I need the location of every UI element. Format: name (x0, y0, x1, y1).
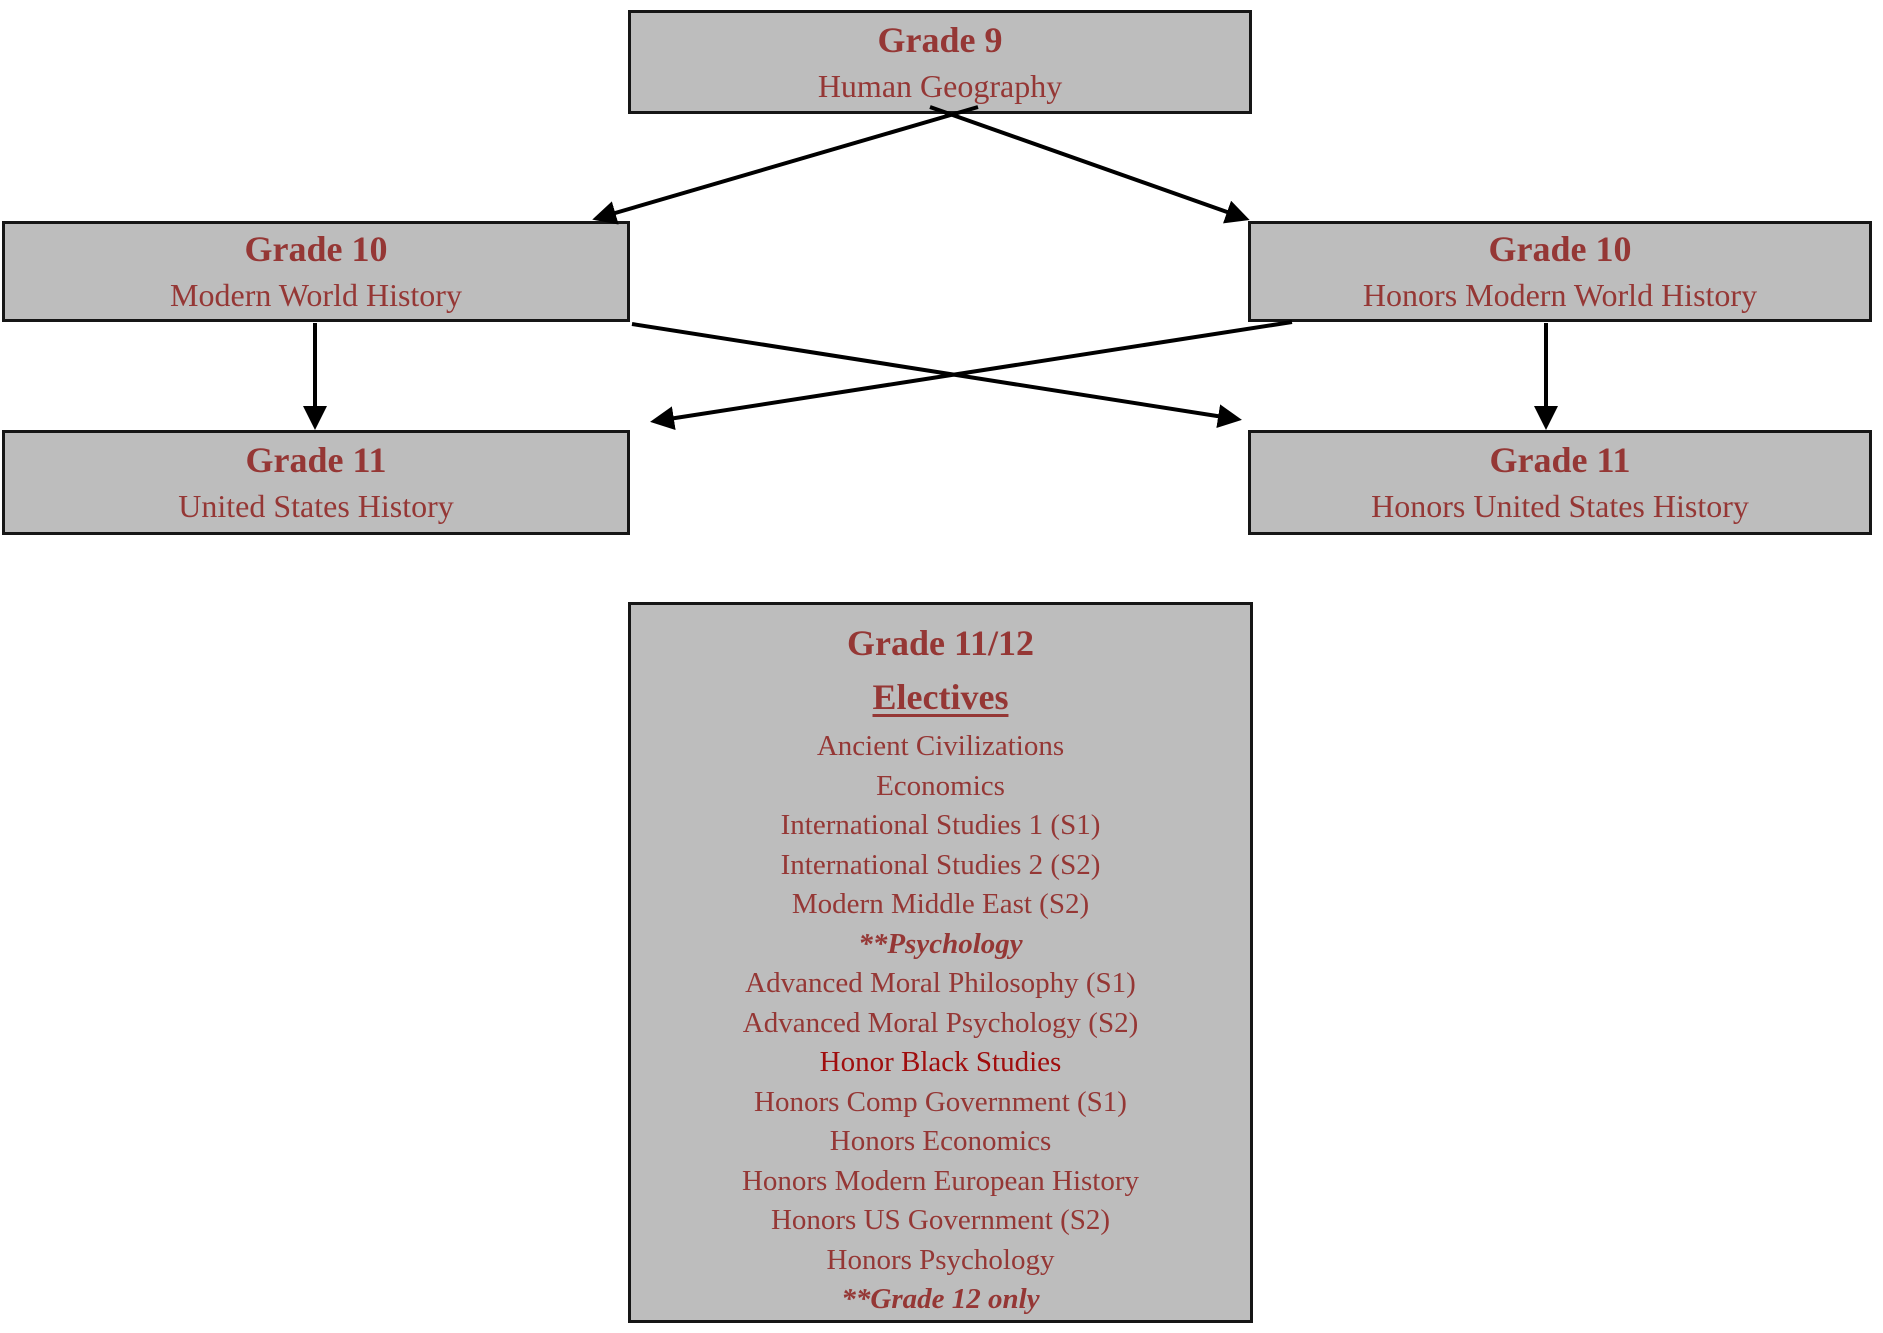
elective-item: International Studies 2 (S2) (780, 848, 1101, 881)
grade11-honors-box: Grade 11 Honors United States History (1248, 430, 1872, 535)
elective-item: Advanced Moral Philosophy (S1) (745, 967, 1136, 999)
elective-item: Honors Psychology (826, 1243, 1055, 1276)
grade11-regular-title: Grade 11 (245, 440, 387, 480)
elective-item: **Psychology (858, 927, 1023, 960)
grade10-regular-course: Modern World History (170, 277, 462, 313)
arrow-grade10-regular-to-grade11-honors (631, 322, 1242, 429)
grade9-box: Grade 9 Human Geography (628, 10, 1252, 114)
elective-item: Honor Black Studies (819, 1046, 1062, 1078)
grade10-regular-title: Grade 10 (244, 229, 388, 269)
arrow-grade9-to-grade10-regular (592, 105, 979, 225)
elective-item: Honors Economics (829, 1125, 1052, 1157)
grade10-honors-box: Grade 10 Honors Modern World History (1248, 221, 1872, 322)
arrow-grade10-honors-to-grade11-regular (650, 320, 1293, 431)
elective-item: Modern Middle East (S2) (791, 888, 1090, 920)
elective-item: Honors Comp Government (S1) (754, 1085, 1127, 1118)
elective-item: Honors US Government (S2) (770, 1204, 1111, 1236)
elective-item: Ancient Civilizations (816, 730, 1065, 762)
electives-heading: Electives (872, 677, 1009, 717)
grade11-regular-course: United States History (178, 488, 454, 524)
grade10-honors-title: Grade 10 (1488, 229, 1632, 269)
arrow-grade9-to-grade10-honors (929, 105, 1250, 224)
electives-grade-title: Grade 11/12 (847, 623, 1034, 663)
electives-box: Grade 11/12 Electives Ancient Civilizati… (628, 602, 1253, 1323)
grade9-title: Grade 9 (877, 19, 1003, 60)
elective-item: International Studies 1 (S1) (780, 809, 1101, 841)
grade9-course: Human Geography (817, 67, 1063, 104)
elective-item: Honors Modern European History (741, 1164, 1140, 1197)
elective-item: **Grade 12 only (841, 1283, 1040, 1315)
grade10-honors-course: Honors Modern World History (1362, 277, 1758, 313)
grade11-regular-box: Grade 11 United States History (2, 430, 630, 535)
grade10-regular-box: Grade 10 Modern World History (2, 221, 630, 322)
grade11-honors-title: Grade 11 (1489, 440, 1631, 480)
elective-item: Advanced Moral Psychology (S2) (742, 1006, 1139, 1039)
elective-item: Economics (876, 769, 1005, 802)
grade11-honors-course: Honors United States History (1371, 488, 1749, 524)
